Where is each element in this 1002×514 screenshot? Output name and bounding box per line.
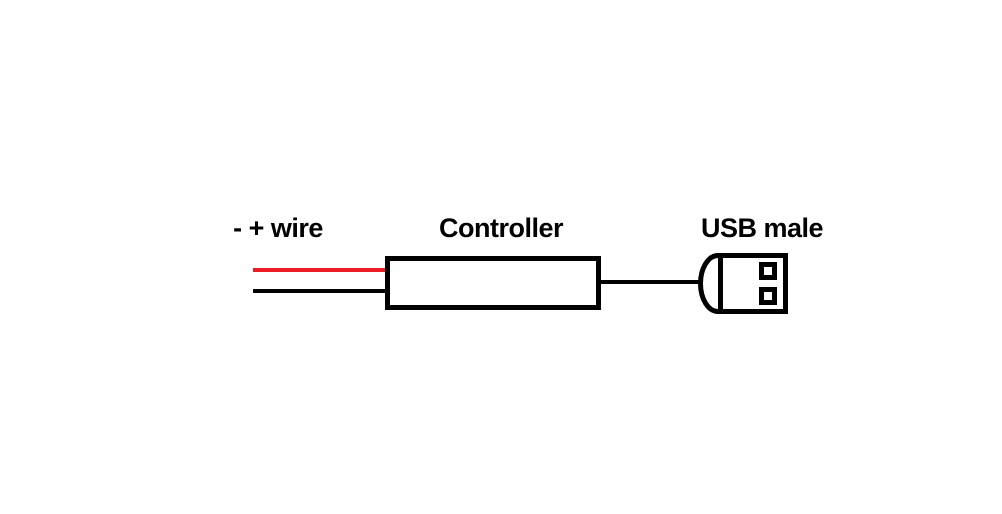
usb-male-label: USB male	[701, 213, 824, 243]
usb-boot-arc	[698, 253, 719, 314]
controller-box	[385, 256, 601, 310]
usb-contact-bottom	[759, 287, 777, 305]
wire-label: - + wire	[233, 213, 323, 243]
usb-contact-top	[759, 262, 777, 280]
controller-label: Controller	[439, 213, 564, 243]
